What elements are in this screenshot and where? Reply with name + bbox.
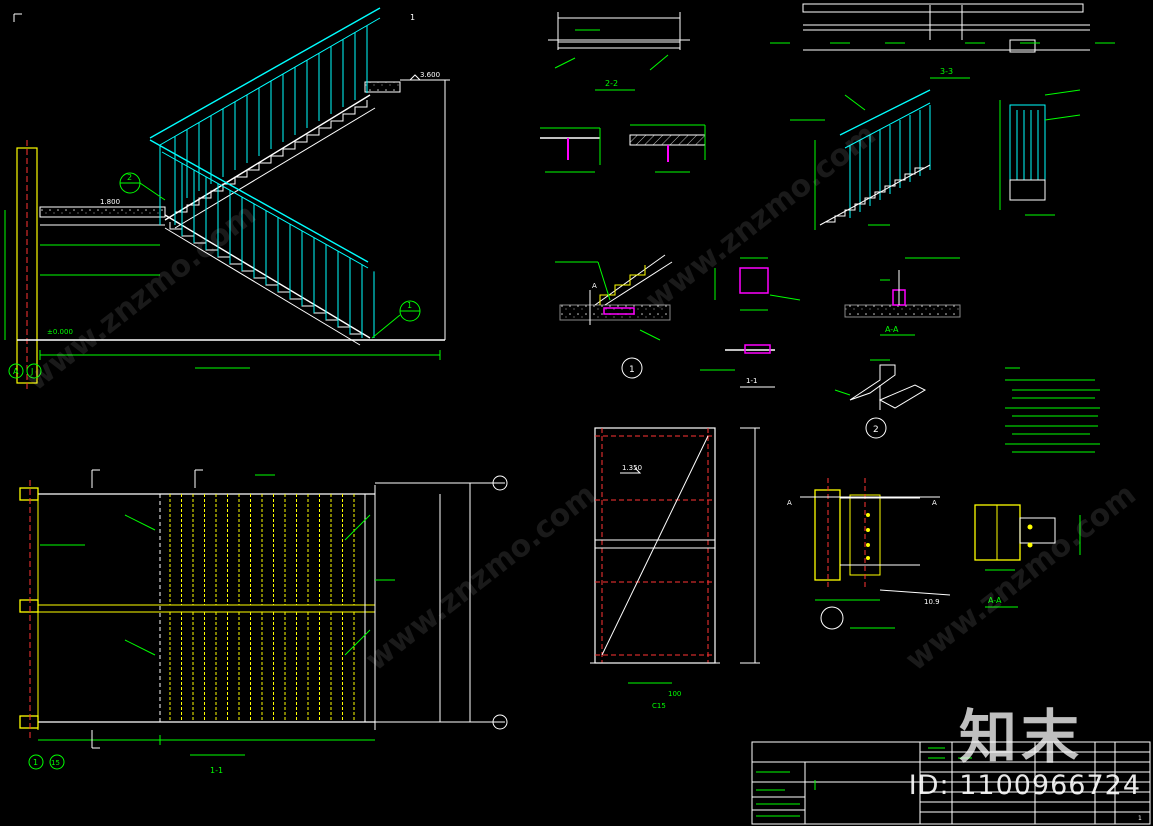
landing-slab-concrete: C15	[652, 702, 666, 710]
section-2-2: 2-2	[548, 12, 690, 91]
grid-bubble-j-label: J	[30, 367, 33, 376]
detail-2: 2	[834, 359, 927, 439]
grid-bubble-j	[26, 363, 42, 379]
lower-balusters	[181, 163, 375, 338]
callout-2-label: 2	[127, 173, 132, 182]
detail-a-a: A-A	[844, 257, 961, 336]
landing-slab-thickness: 100	[668, 690, 681, 698]
landing-diagonal	[601, 435, 709, 656]
top-landing-slab	[364, 81, 401, 93]
detail-1-bubble	[621, 357, 643, 379]
upper-handrail-inner	[159, 17, 381, 146]
lower-handrail-inner	[161, 151, 369, 269]
beam-section-mark-left: A	[787, 499, 792, 507]
grid-bubble-a-label: A	[13, 367, 19, 376]
plan-grid-bubble-1-label: 1	[33, 758, 38, 767]
lower-handrail	[149, 139, 369, 263]
detail-1-section-mark: A	[592, 282, 597, 290]
plan-title-1-1: 1-1	[210, 766, 223, 775]
notes-block	[1005, 367, 1100, 453]
beam-detail-bubble	[820, 606, 844, 630]
detail-a-a-title: A-A	[885, 325, 899, 334]
title-block: 1	[751, 741, 1151, 825]
section-2-2-plate	[557, 41, 681, 49]
elevation-top-label: 3.600	[420, 71, 440, 79]
upper-stringer	[164, 94, 371, 221]
stair-elevation: 3.600 1.800 ±0.000 A J 2 1	[4, 7, 450, 392]
plan-grid-bubble-15-label: 15	[51, 759, 60, 767]
detail-1-stair-foot: A 1	[555, 254, 673, 379]
detail-1-label: 1	[629, 365, 635, 375]
upper-stringer-bottom	[174, 107, 376, 229]
mid-landing-slab	[39, 206, 166, 218]
lower-stringer	[164, 214, 371, 339]
plan-grid-bubble-bottom	[492, 714, 508, 730]
watermark-id: ID: 1100966724	[908, 770, 1141, 801]
section-3-3-title: 3-3	[940, 67, 953, 76]
beam-a-a-title: A-A	[988, 596, 1002, 605]
callout-1-label: 1	[407, 301, 412, 310]
grid-bubble-a	[8, 363, 24, 379]
elevation-mid-label: 1.800	[100, 198, 120, 206]
svg-text:1: 1	[410, 13, 415, 22]
upper-flight-steps	[175, 100, 368, 213]
small-section-2-slab	[629, 134, 706, 146]
sheet-index-mark-left	[13, 13, 22, 22]
section-2-2-title: 2-2	[605, 79, 618, 88]
elevation-top-marker	[409, 74, 421, 81]
elevation-base-label: ±0.000	[47, 328, 73, 336]
box-section-detail: 1-1	[700, 257, 801, 388]
detail-2-label: 2	[873, 425, 879, 435]
small-sections	[540, 124, 706, 173]
bolt-grade: 10.9	[924, 598, 940, 606]
stair-plan-1-1: 1 15 1-1	[19, 469, 508, 775]
title-block-sheet-no: 1	[1138, 815, 1142, 822]
sheet-index-mark-right: 1	[410, 13, 415, 22]
detail-2-bubble	[865, 417, 887, 439]
plan-grid-bubble-15	[49, 754, 65, 770]
plan-grid-bubble-top	[492, 475, 508, 491]
upper-handrail	[149, 7, 381, 139]
section-3-3: 3-3	[770, 3, 1115, 79]
lower-stringer-bottom	[164, 227, 361, 346]
railing-3d-detail	[790, 89, 1081, 230]
detail-1-1-label: 1-1	[746, 377, 757, 385]
plan-grid-bubble-1	[28, 754, 44, 770]
watermark-brand: 知末	[958, 703, 1083, 771]
landing-elevation: 1.350	[622, 464, 642, 472]
landing-slab-plan: 1.350 100 C15	[590, 427, 760, 710]
beam-section-mark-right: A	[932, 499, 937, 507]
upper-balusters	[174, 25, 368, 205]
beam-connection-detail: A A 10.9 A-A	[787, 478, 1081, 630]
